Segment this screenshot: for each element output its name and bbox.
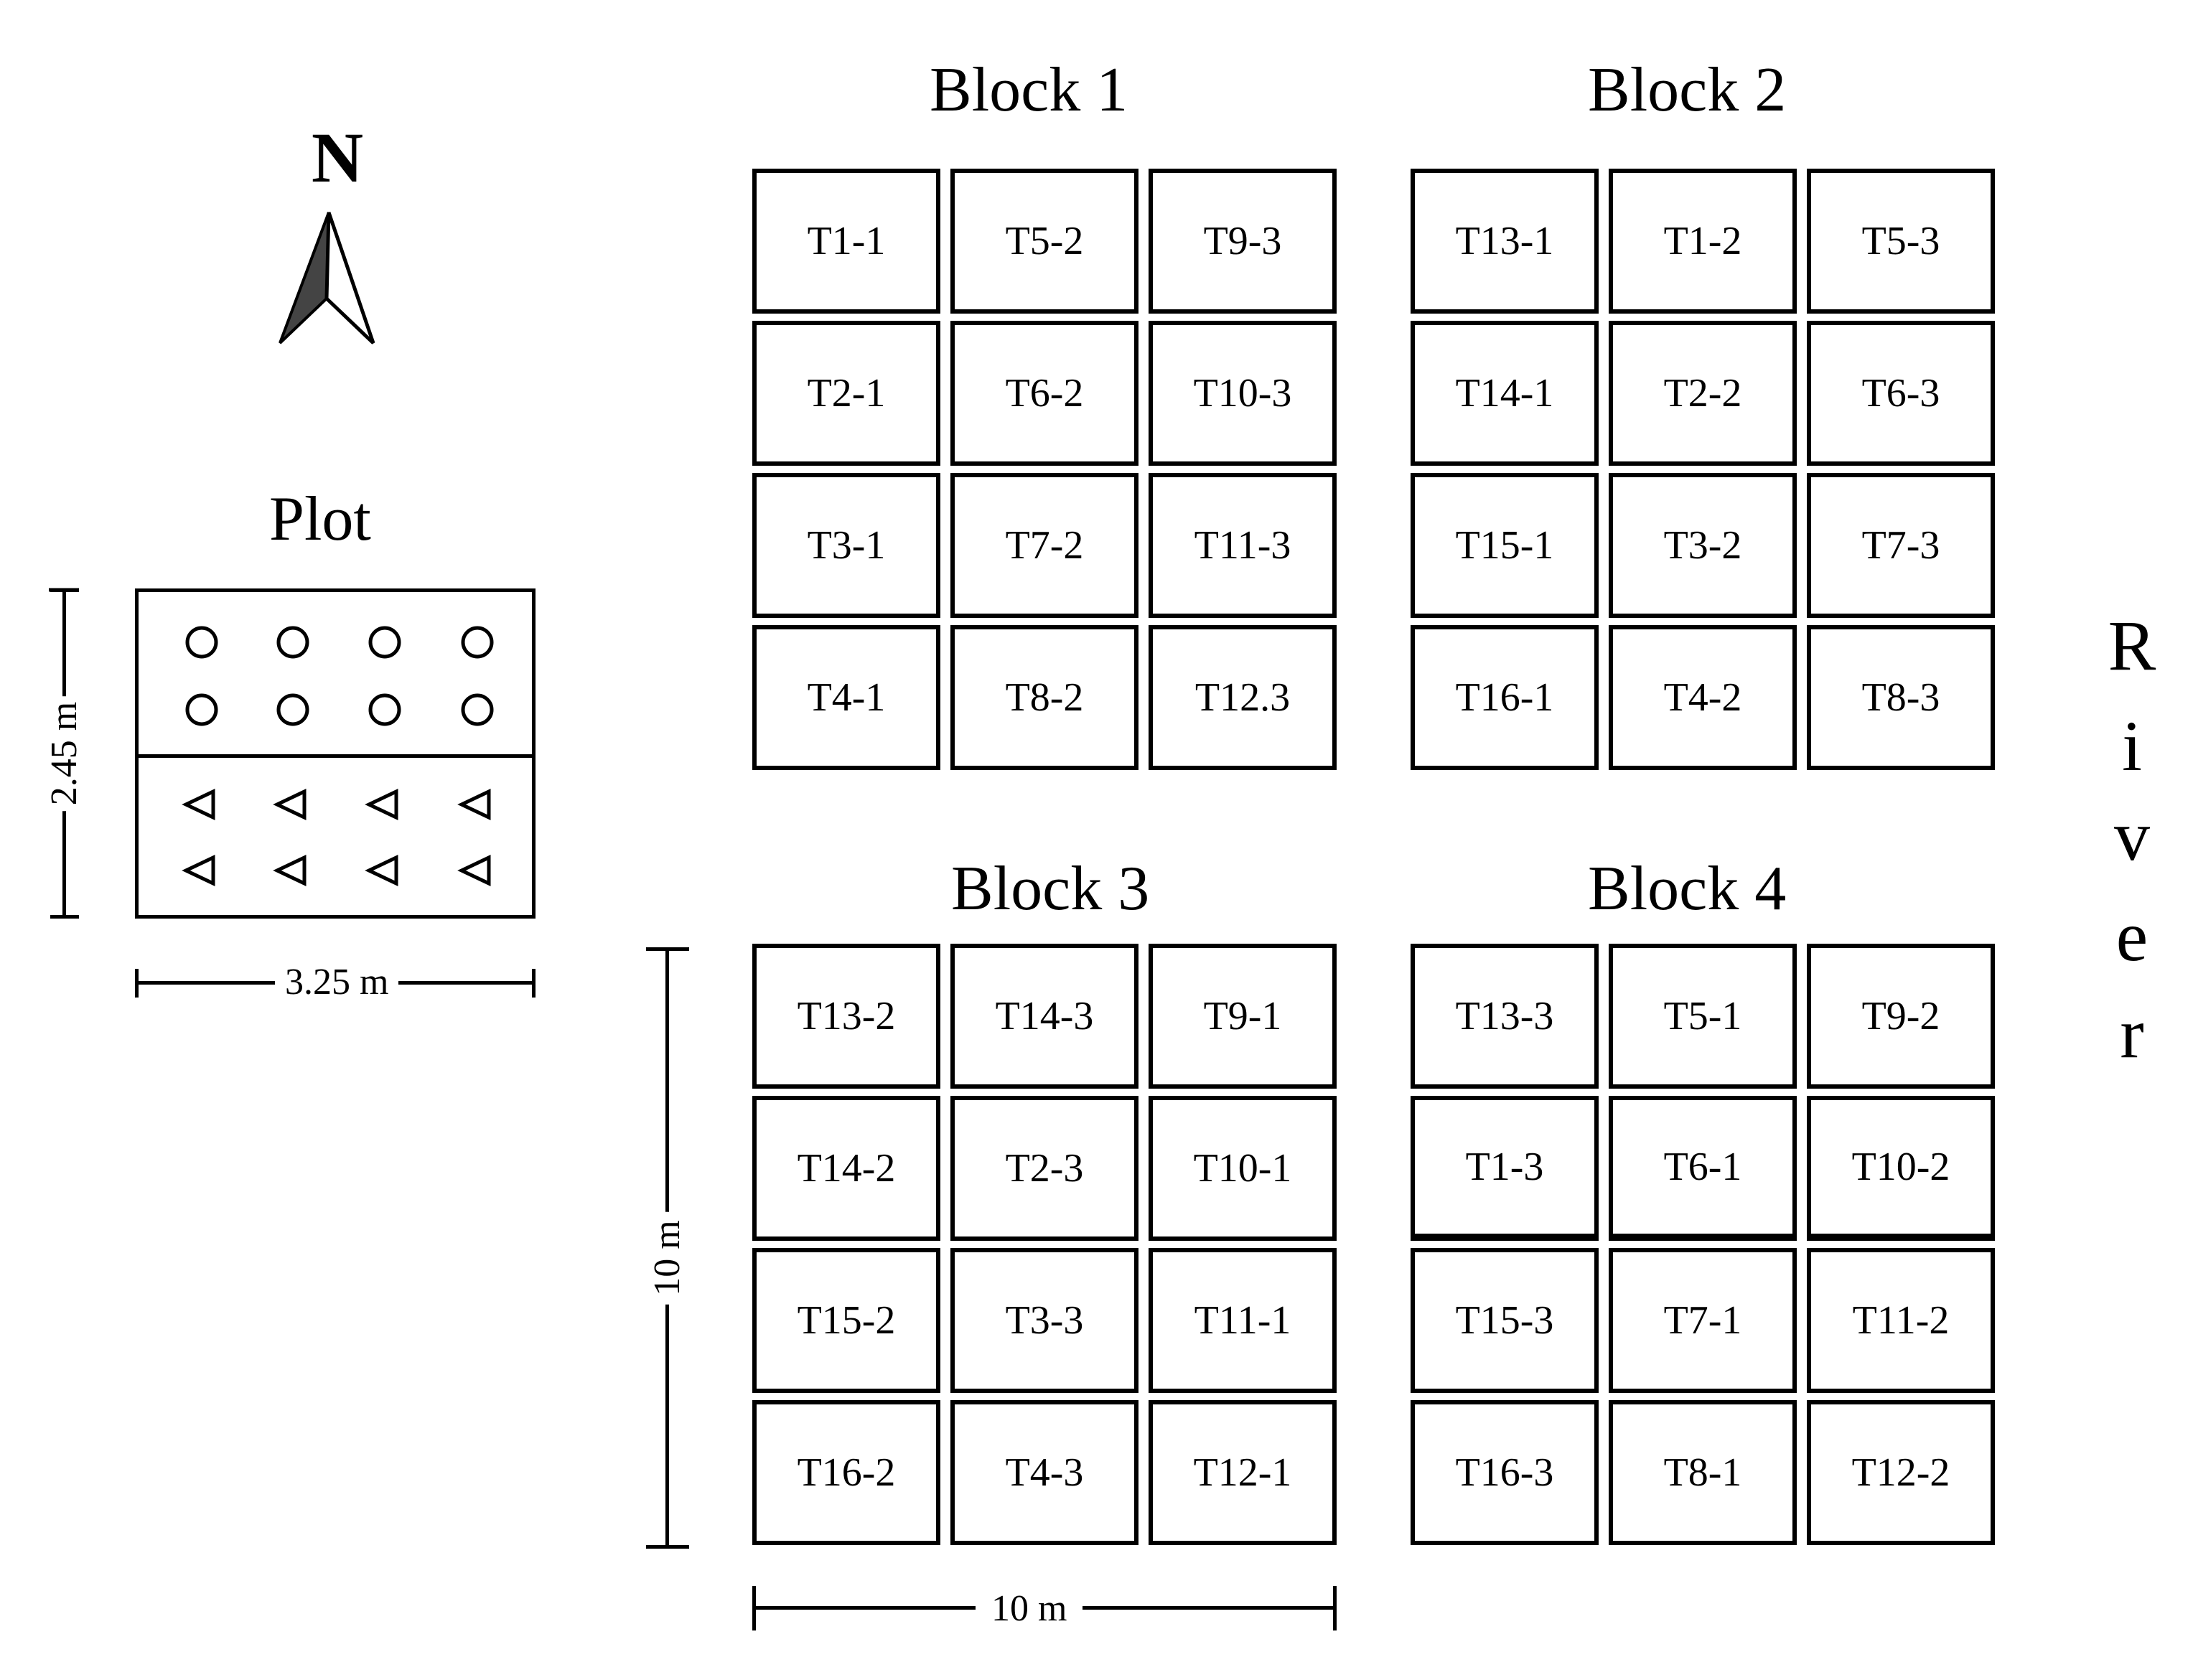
plot-cell: T5-1 bbox=[1609, 944, 1797, 1089]
triangle-left-icon bbox=[457, 789, 491, 820]
plot-cell: T14-3 bbox=[950, 944, 1138, 1089]
block-width-label: 10 m bbox=[976, 1590, 1083, 1628]
plot-cell: T8-1 bbox=[1609, 1400, 1797, 1545]
plot-cell: T2-1 bbox=[752, 321, 940, 466]
plot-cell: T16-3 bbox=[1411, 1400, 1599, 1545]
plot-cell: T13-2 bbox=[752, 944, 940, 1089]
plot-height-dimension: 2.45 m bbox=[43, 588, 86, 919]
plot-width-dimension: 3.25 m bbox=[135, 964, 536, 1001]
plot-height-label: 2.45 m bbox=[43, 695, 86, 812]
triangle-left-icon bbox=[182, 789, 215, 820]
block-3-title: Block 3 bbox=[951, 854, 1150, 924]
plot-title: Plot bbox=[269, 484, 371, 554]
block-height-label: 10 m bbox=[645, 1211, 691, 1305]
plot-cell: T2-2 bbox=[1609, 321, 1797, 466]
block-4-title: Block 4 bbox=[1588, 854, 1787, 924]
plot-box bbox=[135, 588, 536, 919]
block-height-dimension: 10 m bbox=[639, 947, 696, 1549]
plot-symbols bbox=[182, 626, 494, 886]
plot-cell: T11-1 bbox=[1149, 1248, 1337, 1393]
plot-cell: T14-2 bbox=[752, 1096, 940, 1241]
plot-cell: T13-3 bbox=[1411, 944, 1599, 1089]
circle-icon bbox=[368, 626, 401, 659]
plot-cell: T14-1 bbox=[1411, 321, 1599, 466]
block-3-grid: T13-2 T14-3 T9-1 T14-2 T2-3 T10-1 T15-2 … bbox=[752, 944, 1337, 1545]
river-letter: r bbox=[2120, 993, 2144, 1073]
plot-cell: T1-1 bbox=[752, 169, 940, 314]
plot-cell: T6-3 bbox=[1807, 321, 1995, 466]
plot-cell: T13-1 bbox=[1411, 169, 1599, 314]
circle-icon bbox=[185, 693, 218, 726]
plot-cell: T6-2 bbox=[950, 321, 1138, 466]
plot-cell: T12-1 bbox=[1149, 1400, 1337, 1545]
river-letter: i bbox=[2122, 706, 2142, 786]
plot-cell: T1-3 bbox=[1411, 1096, 1599, 1241]
plot-cell: T5-3 bbox=[1807, 169, 1995, 314]
circle-icon bbox=[276, 626, 309, 659]
circle-icon bbox=[368, 693, 401, 726]
plot-cell: T15-3 bbox=[1411, 1248, 1599, 1393]
plot-cell: T11-3 bbox=[1149, 473, 1337, 618]
triangle-left-icon bbox=[273, 855, 307, 886]
circle-icon bbox=[461, 626, 494, 659]
plot-cell: T7-1 bbox=[1609, 1248, 1797, 1393]
river-letter: v bbox=[2114, 796, 2150, 876]
plot-cell: T8-3 bbox=[1807, 625, 1995, 770]
plot-cell: T4-2 bbox=[1609, 625, 1797, 770]
triangle-left-icon bbox=[273, 789, 307, 820]
plot-cell: T7-3 bbox=[1807, 473, 1995, 618]
plot-cell: T12-2 bbox=[1807, 1400, 1995, 1545]
circle-icon bbox=[185, 626, 218, 659]
block-1-grid: T1-1 T5-2 T9-3 T2-1 T6-2 T10-3 T3-1 T7-2… bbox=[752, 169, 1337, 770]
triangle-left-icon bbox=[365, 855, 398, 886]
block-2-title: Block 2 bbox=[1588, 55, 1787, 125]
plot-cell: T15-1 bbox=[1411, 473, 1599, 618]
plot-cell: T7-2 bbox=[950, 473, 1138, 618]
plot-width-label: 3.25 m bbox=[275, 964, 399, 1001]
plot-cell: T4-1 bbox=[752, 625, 940, 770]
plot-cell: T5-2 bbox=[950, 169, 1138, 314]
north-arrow-icon bbox=[279, 212, 375, 344]
river-letter: R bbox=[2108, 606, 2156, 685]
north-arrow: N bbox=[266, 122, 409, 359]
plot-cell: T10-2 bbox=[1807, 1096, 1995, 1241]
block-2-grid: T13-1 T1-2 T5-3 T14-1 T2-2 T6-3 T15-1 T3… bbox=[1411, 169, 1995, 770]
plot-cell: T1-2 bbox=[1609, 169, 1797, 314]
triangle-left-icon bbox=[182, 855, 215, 886]
plot-cell: T9-2 bbox=[1807, 944, 1995, 1089]
plot-cell: T2-3 bbox=[950, 1096, 1138, 1241]
river-letter: e bbox=[2115, 896, 2148, 976]
plot-cell: T4-3 bbox=[950, 1400, 1138, 1545]
circle-icon bbox=[276, 693, 309, 726]
plot-cell: T9-3 bbox=[1149, 169, 1337, 314]
plot-cell: T10-1 bbox=[1149, 1096, 1337, 1241]
plot-cell: T16-2 bbox=[752, 1400, 940, 1545]
plot-cell: T3-1 bbox=[752, 473, 940, 618]
plot-divider bbox=[139, 754, 532, 758]
triangle-left-icon bbox=[457, 855, 491, 886]
north-label: N bbox=[311, 118, 364, 197]
block-1-title: Block 1 bbox=[930, 55, 1128, 125]
block-width-dimension: 10 m bbox=[752, 1582, 1337, 1633]
plot-cell: T12.3 bbox=[1149, 625, 1337, 770]
plot-cell: T6-1 bbox=[1609, 1096, 1797, 1241]
plot-cell: T9-1 bbox=[1149, 944, 1337, 1089]
block-4-grid: T13-3 T5-1 T9-2 T1-3 T6-1 T10-2 T15-3 T7… bbox=[1411, 944, 1995, 1545]
plot-cell: T3-2 bbox=[1609, 473, 1797, 618]
plot-cell: T10-3 bbox=[1149, 321, 1337, 466]
plot-cell: T15-2 bbox=[752, 1248, 940, 1393]
triangle-left-icon bbox=[365, 789, 398, 820]
plot-cell: T16-1 bbox=[1411, 625, 1599, 770]
plot-cell: T8-2 bbox=[950, 625, 1138, 770]
plot-cell: T11-2 bbox=[1807, 1248, 1995, 1393]
circle-icon bbox=[461, 693, 494, 726]
plot-cell: T3-3 bbox=[950, 1248, 1138, 1393]
